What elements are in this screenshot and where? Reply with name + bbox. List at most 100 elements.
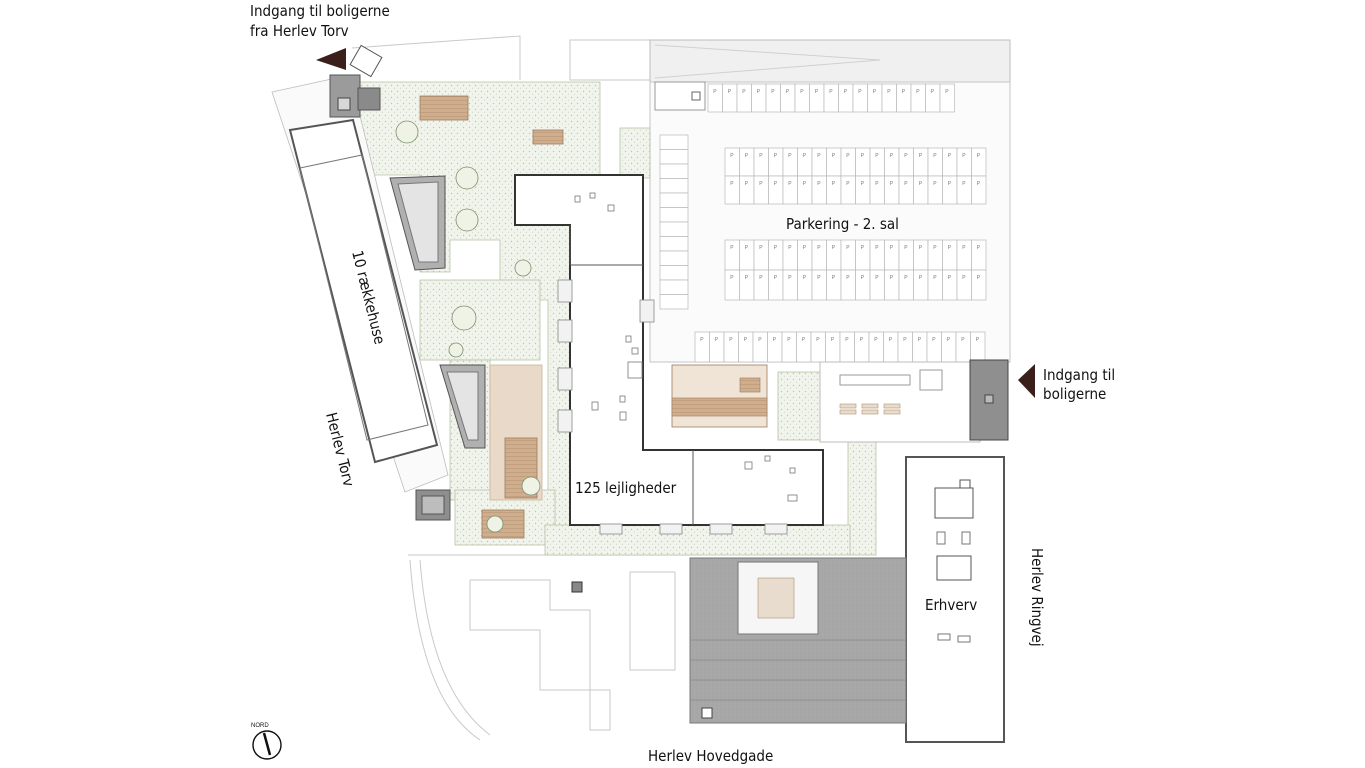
parking-bay-marker: P — [715, 337, 719, 343]
parking-bay-marker: P — [977, 245, 981, 251]
parking-bay — [659, 134, 689, 150]
parking-bay-marker: P — [759, 153, 763, 159]
parking-bay-marker: P — [745, 181, 749, 187]
parking-bay-marker: P — [904, 275, 908, 281]
parking-bay-marker: P — [829, 89, 833, 95]
parking-bay-marker: P — [786, 89, 790, 95]
parking-bay-marker: P — [758, 337, 762, 343]
parking-bay-marker: P — [802, 337, 806, 343]
entrance-arrow-herlev-torv — [316, 48, 346, 70]
parking-bay-marker: P — [788, 245, 792, 251]
parking-bay-marker: P — [774, 181, 778, 187]
parking-bay — [971, 269, 987, 301]
parking-bay — [659, 149, 689, 165]
parking-bay-marker: P — [742, 89, 746, 95]
parking-bay-marker: P — [890, 275, 894, 281]
parking-bay — [659, 163, 689, 179]
east-annex — [819, 359, 1009, 443]
apartments-block — [514, 174, 824, 535]
parking-bay-marker: P — [962, 153, 966, 159]
street-label-herlev-torv: Herlev Torv — [322, 411, 358, 489]
parking-bay-marker: P — [757, 89, 761, 95]
parking-bay-marker: P — [788, 153, 792, 159]
parking-bay-marker: P — [919, 245, 923, 251]
parking-bay-marker: P — [803, 181, 807, 187]
parking-bay-marker: P — [817, 181, 821, 187]
parking-bay-marker: P — [800, 89, 804, 95]
compass-label: NORD — [251, 723, 269, 729]
parking-bay-marker: P — [916, 89, 920, 95]
parking-bay-marker: P — [774, 153, 778, 159]
parking-bay-marker: P — [919, 153, 923, 159]
parking-bay-marker: P — [933, 153, 937, 159]
parking-bay-marker: P — [774, 245, 778, 251]
parking-bay-marker: P — [844, 89, 848, 95]
parking-bay-marker: P — [948, 153, 952, 159]
south-grey-block — [571, 557, 907, 724]
parking-bay-marker: P — [903, 337, 907, 343]
parking-bay-marker: P — [832, 275, 836, 281]
parking-bay-marker: P — [745, 275, 749, 281]
parking-bay-marker: P — [773, 337, 777, 343]
parking-bay-marker: P — [875, 245, 879, 251]
parking-bay-marker: P — [759, 275, 763, 281]
parking-bay-marker: P — [875, 275, 879, 281]
entrance-label-east-line1: Indgang til — [1043, 366, 1115, 384]
parking-bay-marker: P — [889, 337, 893, 343]
parking-bay-marker: P — [846, 275, 850, 281]
parking-bay-marker: P — [890, 153, 894, 159]
parking-label: Parkering - 2. sal — [786, 215, 899, 233]
parking-bay-marker: P — [788, 275, 792, 281]
parking-bay-marker: P — [700, 337, 704, 343]
street-label-herlev-hovedgade: Herlev Hovedgade — [648, 747, 773, 765]
parking-bay-marker: P — [933, 245, 937, 251]
parking-bay-marker: P — [945, 89, 949, 95]
parking-bay-marker: P — [890, 181, 894, 187]
parking-bay — [659, 250, 689, 266]
parking-bay-marker: P — [904, 181, 908, 187]
parking-bay-marker: P — [845, 337, 849, 343]
parking-bay-marker: P — [832, 245, 836, 251]
parking-bay — [659, 236, 689, 252]
parking-bay-marker: P — [874, 337, 878, 343]
parking-bay-marker: P — [861, 245, 865, 251]
parking-bays: P P P P P P P P P P P P P P P P P P P P P P P P P P P P P P P P P P P P P P P P… — [659, 83, 987, 363]
parking-bay — [659, 279, 689, 295]
north-compass: NORD — [251, 723, 282, 760]
parking-bay-marker: P — [890, 245, 894, 251]
parking-bay-marker: P — [861, 153, 865, 159]
parking-bay-marker: P — [875, 153, 879, 159]
parking-bay-marker: P — [860, 337, 864, 343]
parking-bay-marker: P — [816, 337, 820, 343]
parking-bay — [659, 192, 689, 208]
parking-bay-marker: P — [931, 89, 935, 95]
parking-bay-marker: P — [774, 275, 778, 281]
parking-bay-marker: P — [858, 89, 862, 95]
parking-bay-marker: P — [832, 181, 836, 187]
parking-bay — [659, 294, 689, 310]
parking-bay-marker: P — [962, 275, 966, 281]
parking-structure: P P P P P P P P P P P P P P P P P P P P P P P P P P P P P P P P P P P P P P P P… — [649, 39, 1011, 363]
parking-bay-marker: P — [977, 153, 981, 159]
parking-bay-marker: P — [745, 153, 749, 159]
parking-bay-marker: P — [902, 89, 906, 95]
parking-bay-marker: P — [771, 89, 775, 95]
parking-bay-marker: P — [730, 275, 734, 281]
parking-bay-marker: P — [817, 245, 821, 251]
parking-bay-marker: P — [962, 181, 966, 187]
parking-bay-marker: P — [948, 181, 952, 187]
parking-bay-marker: P — [919, 275, 923, 281]
parking-bay-marker: P — [977, 275, 981, 281]
parking-bay-marker: P — [788, 181, 792, 187]
parking-bay-marker: P — [803, 245, 807, 251]
parking-bay-marker: P — [873, 89, 877, 95]
parking-bay-marker: P — [861, 181, 865, 187]
parking-bay-marker: P — [759, 181, 763, 187]
parking-bay-marker: P — [730, 153, 734, 159]
parking-bay-marker: P — [730, 245, 734, 251]
parking-bay-marker: P — [728, 89, 732, 95]
apartments-label: 125 lejligheder — [575, 479, 677, 497]
parking-bay-marker: P — [962, 245, 966, 251]
parking-bay — [971, 175, 987, 205]
